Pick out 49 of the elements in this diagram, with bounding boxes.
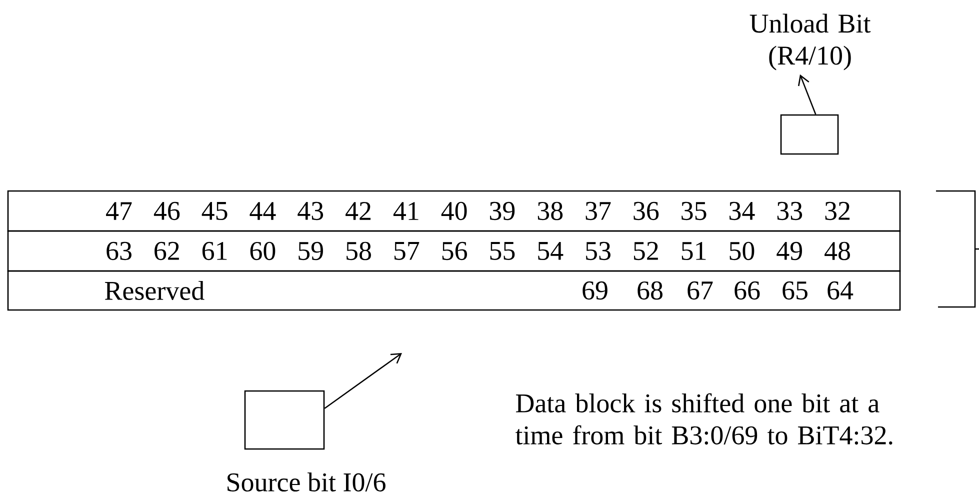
- bit-number: 50: [730, 242, 754, 260]
- bit-number: 56: [442, 242, 467, 260]
- register-row: [7, 230, 901, 272]
- bit-number: 63: [106, 242, 132, 260]
- arrow: [798, 74, 816, 115]
- bit-number: 57: [394, 242, 420, 260]
- bit-number: 49: [776, 242, 802, 260]
- bit-number: 47: [106, 202, 132, 220]
- bit-number: 39: [490, 202, 515, 220]
- bit-number: 67: [688, 281, 713, 300]
- bit-number: 60: [250, 242, 276, 260]
- bit-number: 69: [582, 281, 608, 300]
- bit-number: 37: [586, 202, 611, 220]
- bit-number: 51: [682, 242, 706, 260]
- bit-number: 43: [298, 202, 324, 220]
- bit-number: 61: [202, 242, 227, 260]
- bit-number: 42: [346, 202, 371, 220]
- bit-number: 35: [682, 202, 706, 220]
- bit-number: 41: [393, 202, 418, 220]
- bit-number: 38: [538, 202, 563, 220]
- bit-number: 33: [777, 202, 802, 220]
- bit-box: [244, 390, 325, 450]
- reserved-label: Reserved: [104, 281, 204, 300]
- bit-number: 54: [538, 242, 564, 260]
- bit-number: 64: [828, 281, 854, 300]
- bit-number: 48: [824, 242, 850, 260]
- bit-number: 46: [154, 202, 180, 220]
- bit-number: 36: [634, 202, 659, 220]
- arrow: [324, 353, 402, 409]
- bit-number: 66: [734, 281, 760, 300]
- bit-number: 58: [346, 242, 371, 260]
- bit-number: 52: [634, 242, 658, 260]
- bit-label: Unload Bit (R4/10): [750, 14, 871, 70]
- register-row: [7, 190, 901, 232]
- note: Data block is shifted one bit at a time from bit B3:0/69 to BiT4:32.: [515, 393, 892, 445]
- bit-number: 32: [825, 202, 850, 220]
- bit-number: 62: [154, 242, 179, 260]
- bit-number: 44: [250, 202, 276, 220]
- register-row: [7, 270, 901, 311]
- box-caption: Source bit I0/6: [228, 472, 386, 492]
- bit-number: 55: [490, 242, 515, 260]
- bit-number: 45: [202, 202, 228, 220]
- bit-number: 53: [586, 242, 610, 260]
- bit-number: 59: [298, 242, 323, 260]
- bit-number: 68: [638, 281, 662, 300]
- bit-number: 40: [441, 202, 467, 220]
- bit-number: 65: [782, 281, 808, 300]
- bit-box: [780, 114, 839, 155]
- bit-number: 34: [730, 202, 755, 220]
